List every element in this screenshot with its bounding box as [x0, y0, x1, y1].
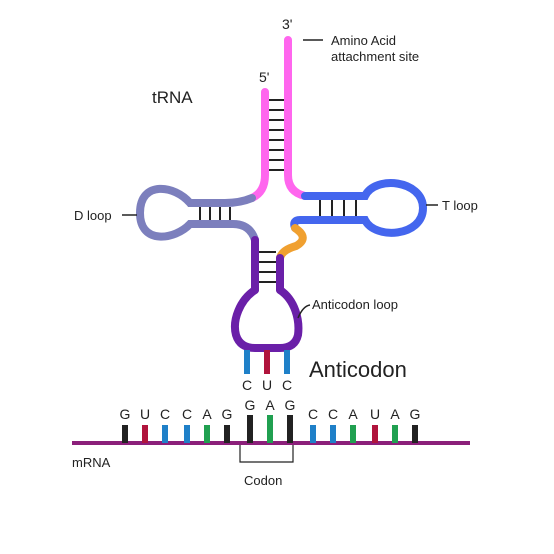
mrna-base-2 — [142, 425, 148, 443]
mrna-base-14 — [392, 425, 398, 443]
anticodon-base-1 — [244, 350, 250, 374]
anticodon-label: Anticodon — [309, 357, 407, 382]
codon-label: Codon — [244, 473, 282, 488]
mrna-base-15-letter: G — [410, 406, 421, 422]
mrna-base-5-letter: A — [202, 406, 212, 422]
amino-acid-label-line2: attachment site — [331, 49, 419, 64]
mrna-base-15 — [412, 425, 418, 443]
mrna-base-8 — [267, 415, 273, 443]
mrna-base-6-letter: G — [222, 406, 233, 422]
mrna-base-7 — [247, 415, 253, 443]
mrna-base-13 — [372, 425, 378, 443]
t-loop-label: T loop — [442, 198, 478, 213]
d-loop-label: D loop — [74, 208, 112, 223]
mrna-base-1-letter: G — [120, 406, 131, 422]
variable-loop — [276, 224, 307, 262]
leader-lines — [122, 39, 438, 319]
mrna-base-5 — [204, 425, 210, 443]
mrna-label: mRNA — [72, 455, 111, 470]
mrna-base-11-letter: C — [328, 406, 338, 422]
anticodon-base-1-letter: C — [242, 377, 252, 393]
anticodon-loop — [231, 286, 303, 352]
anticodon-base-2-letter: U — [262, 377, 272, 393]
mrna-base-10-letter: C — [308, 406, 318, 422]
mrna-base-1 — [122, 425, 128, 443]
mrna-base-3-letter: C — [160, 406, 170, 422]
mrna-base-11 — [330, 425, 336, 443]
acceptor-stem-5prime-strand — [248, 88, 269, 202]
five-prime-label: 5' — [259, 69, 269, 85]
anticodon-base-3 — [284, 350, 290, 374]
mrna-base-4-letter: C — [182, 406, 192, 422]
anticodon-base-2 — [264, 350, 270, 374]
d-arm — [135, 184, 259, 244]
trna-molecule — [135, 36, 428, 352]
base-pair-rungs — [199, 99, 357, 283]
mrna-base-7-letter: G — [245, 397, 256, 413]
acceptor-stem-3prime-strand — [284, 36, 309, 200]
mrna-base-9 — [287, 415, 293, 443]
anticodon-loop-label: Anticodon loop — [312, 297, 398, 312]
anticodon-bases: C U C — [242, 350, 292, 393]
amino-acid-label-line1: Amino Acid — [331, 33, 396, 48]
trna-title: tRNA — [152, 88, 193, 107]
mrna-base-8-letter: A — [265, 397, 275, 413]
mrna-base-6 — [224, 425, 230, 443]
codon-bracket — [239, 445, 294, 463]
mrna-base-14-letter: A — [390, 406, 400, 422]
three-prime-label: 3' — [282, 16, 292, 32]
mrna-base-13-letter: U — [370, 406, 380, 422]
mrna-base-3 — [162, 425, 168, 443]
anticodon-base-3-letter: C — [282, 377, 292, 393]
mrna-base-12-letter: A — [348, 406, 358, 422]
mrna-base-12 — [350, 425, 356, 443]
mrna-base-9-letter: G — [285, 397, 296, 413]
mrna-base-10 — [310, 425, 316, 443]
mrna-base-2-letter: U — [140, 406, 150, 422]
mrna-base-4 — [184, 425, 190, 443]
t-arm — [290, 179, 428, 237]
